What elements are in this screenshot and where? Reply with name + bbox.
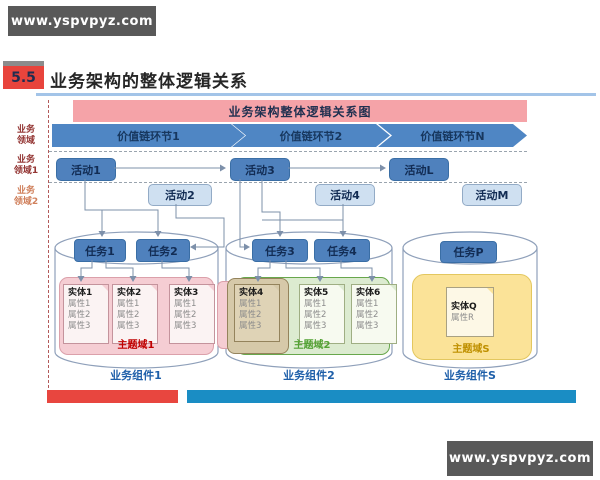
task-4-box: 任务4 bbox=[314, 239, 370, 262]
entity-attr: 属性1 bbox=[174, 299, 197, 309]
entity-card: 实体5 属性1 属性2 属性3 bbox=[299, 284, 345, 344]
folded-corner-icon bbox=[486, 288, 493, 295]
entity-card: 实体4 属性1 属性2 属性3 bbox=[234, 284, 280, 342]
task-2-box: 任务2 bbox=[136, 239, 190, 262]
entity-attr: 属性1 bbox=[304, 299, 327, 309]
row-separator-1 bbox=[49, 151, 527, 152]
entity-attr: 属性R bbox=[451, 313, 474, 323]
activity-m-box: 活动M bbox=[462, 184, 522, 206]
entity-attr: 属性2 bbox=[304, 310, 327, 320]
value-chain-chevron-n: 价值链环节N bbox=[378, 124, 527, 147]
row-label-business-domain: 业务领域 bbox=[16, 125, 35, 146]
title-underline bbox=[36, 93, 596, 96]
entity-attr: 属性2 bbox=[117, 310, 140, 320]
entity-name: 实体6 bbox=[356, 288, 381, 298]
task-p-box: 任务P bbox=[440, 241, 497, 263]
entity-card: 实体3 属性1 属性2 属性3 bbox=[169, 284, 215, 344]
subject-domain-2-label: 主题域2 bbox=[293, 340, 331, 351]
task-1-box: 任务1 bbox=[74, 239, 126, 262]
value-chain-chevron-1: 价值链环节1 bbox=[52, 124, 245, 147]
entity-attr: 属性3 bbox=[304, 321, 327, 331]
entity-attr: 属性2 bbox=[174, 310, 197, 320]
entity-attr: 属性2 bbox=[239, 310, 262, 320]
entity-card: 实体1 属性1 属性2 属性3 bbox=[63, 284, 109, 344]
watermark-top: www.yspvpyz.com bbox=[8, 6, 156, 36]
entity-attr: 属性3 bbox=[68, 321, 91, 331]
entity-attr: 属性2 bbox=[356, 310, 379, 320]
entity-attr: 属性2 bbox=[68, 310, 91, 320]
subject-domain-1-label: 主题域1 bbox=[117, 340, 155, 351]
entity-attr: 属性3 bbox=[174, 321, 197, 331]
entity-name: 实体Q bbox=[451, 302, 477, 312]
folded-corner-icon bbox=[207, 285, 214, 292]
activity-3-box: 活动3 bbox=[230, 158, 290, 181]
page-title: 业务架构的整体逻辑关系 bbox=[50, 72, 248, 91]
entity-attr: 属性1 bbox=[117, 299, 140, 309]
bottom-red-bar bbox=[47, 390, 178, 403]
subject-domain-s-label: 主题域S bbox=[452, 344, 490, 355]
bottom-blue-bar bbox=[187, 390, 576, 403]
task-3-box: 任务3 bbox=[252, 239, 308, 262]
entity-attr: 属性3 bbox=[239, 321, 262, 331]
activity-2-box: 活动2 bbox=[148, 184, 212, 206]
entity-name: 实体4 bbox=[239, 288, 264, 298]
folded-corner-icon bbox=[389, 285, 396, 292]
folded-corner-icon bbox=[150, 285, 157, 292]
watermark-bottom: www.yspvpyz.com bbox=[447, 441, 593, 476]
entity-card: 实体2 属性1 属性2 属性3 bbox=[112, 284, 158, 344]
entity-attr: 属性3 bbox=[356, 321, 379, 331]
value-chain-chevron-2: 价值链环节2 bbox=[232, 124, 390, 147]
folded-corner-icon bbox=[101, 285, 108, 292]
entity-card: 实体Q 属性R bbox=[446, 287, 494, 337]
activity-l-box: 活动L bbox=[389, 158, 449, 181]
section-number-shadow bbox=[3, 61, 44, 66]
entity-attr: 属性1 bbox=[239, 299, 262, 309]
business-component-1-label: 业务组件1 bbox=[110, 369, 162, 382]
activity-4-box: 活动4 bbox=[315, 184, 375, 206]
row-boundary-dashed-line bbox=[48, 100, 49, 388]
row-separator-2 bbox=[49, 182, 527, 183]
entity-name: 实体1 bbox=[68, 288, 93, 298]
business-component-2-label: 业务组件2 bbox=[283, 369, 335, 382]
folded-corner-icon bbox=[272, 285, 279, 292]
entity-name: 实体2 bbox=[117, 288, 142, 298]
diagram-title-banner: 业务架构整体逻辑关系图 bbox=[73, 100, 527, 122]
entity-name: 实体5 bbox=[304, 288, 329, 298]
entity-card: 实体6 属性1 属性2 属性3 bbox=[351, 284, 397, 344]
folded-corner-icon bbox=[337, 285, 344, 292]
entity-attr: 属性1 bbox=[356, 299, 379, 309]
entity-attr: 属性1 bbox=[68, 299, 91, 309]
activity-1-box: 活动1 bbox=[56, 158, 116, 181]
row-label-business-domain-1: 业务领域1 bbox=[13, 155, 39, 176]
section-number-badge: 5.5 bbox=[3, 66, 44, 89]
business-component-s-label: 业务组件S bbox=[444, 369, 496, 382]
entity-attr: 属性3 bbox=[117, 321, 140, 331]
entity-name: 实体3 bbox=[174, 288, 199, 298]
row-label-business-domain-2: 业务领域2 bbox=[13, 186, 39, 207]
